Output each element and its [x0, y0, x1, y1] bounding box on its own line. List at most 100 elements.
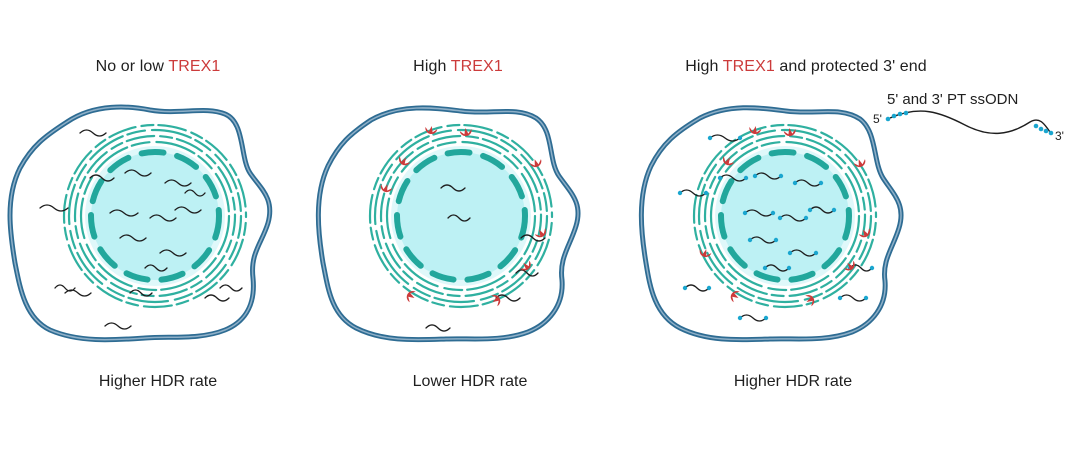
trex1-enzyme [406, 291, 416, 303]
trex1-shape [853, 159, 866, 168]
dna-strand [104, 322, 132, 330]
er-membrane [709, 140, 861, 292]
protected-end [831, 207, 837, 213]
phosphorothioate-3prime [1048, 130, 1054, 136]
protected-end [787, 250, 793, 256]
trex1-shape [783, 128, 796, 136]
dna-strand [124, 169, 152, 177]
dna-strand [794, 179, 822, 187]
er-membrane [692, 123, 878, 309]
protected-end [706, 285, 712, 291]
protected-end [807, 207, 813, 213]
phosphorothioate-5prime [897, 111, 903, 117]
dna-strand [54, 284, 76, 292]
nucleus [397, 152, 525, 280]
nucleus [91, 152, 219, 280]
trex1-enzyme [749, 126, 762, 134]
dna-strand [440, 184, 466, 192]
trex1-shape [858, 228, 870, 238]
dna-strand [39, 204, 69, 212]
protected-end [778, 173, 784, 179]
dna-strand [219, 284, 243, 292]
caption-panel-1: Higher HDR rate [98, 373, 218, 390]
title-prefix: No or low [95, 58, 169, 75]
protected-end [786, 265, 792, 271]
protected-end [869, 265, 875, 271]
trex1-shape [699, 249, 712, 258]
trex1-shape [730, 291, 740, 303]
phosphorothioate-5prime [891, 113, 897, 119]
trex1-shape [805, 295, 815, 307]
protected-end [737, 315, 743, 321]
protected-end [777, 215, 783, 221]
protected-end [703, 190, 709, 196]
phosphorothioate-5prime [903, 110, 909, 116]
trex1-shape [380, 184, 393, 193]
trex1-label: TREX1 [722, 58, 775, 75]
er-membrane [703, 134, 867, 298]
dna-strand [754, 172, 782, 180]
protected-end [743, 175, 749, 181]
protected-end [813, 250, 819, 256]
dna-strand [204, 294, 230, 302]
trex1-enzyme [805, 295, 815, 307]
er-membrane [67, 128, 243, 304]
protected-end [818, 180, 824, 186]
three-prime-label: 3' [1055, 129, 1064, 143]
protected-end [742, 210, 748, 216]
title-prefix: High [413, 58, 451, 75]
protected-end [682, 285, 688, 291]
protected-end [837, 295, 843, 301]
dna-strand [809, 206, 835, 214]
trex1-shape [520, 260, 531, 271]
protected-end [803, 215, 809, 221]
pt-ssodn-inset [885, 110, 1054, 136]
panel-title-2: High TREX1 [413, 58, 503, 76]
trex1-shape [529, 159, 542, 168]
dna-strand [779, 214, 807, 222]
dna-strand [109, 209, 139, 217]
dna-strand [89, 174, 115, 182]
trex1-enzyme [783, 128, 796, 136]
er-membrane [379, 134, 543, 298]
cell-group [315, 105, 581, 343]
dna-strand [679, 189, 707, 197]
er-membrane [368, 123, 554, 309]
dna-strand [495, 294, 521, 302]
trex1-enzyme [730, 291, 740, 303]
dna-strand [709, 134, 741, 142]
dna-strand [79, 129, 107, 137]
dna-strand [447, 214, 471, 222]
panel-title-3: High TREX1 and protected 3' end [685, 58, 927, 76]
cell-membrane-inner [9, 106, 271, 341]
dna-strand [520, 234, 546, 242]
dna-strand [425, 324, 451, 332]
er-membrane [697, 128, 873, 304]
protected-end [677, 190, 683, 196]
dna-strand [159, 249, 187, 257]
chromatin [718, 149, 852, 283]
trex1-enzyme [723, 156, 735, 166]
trex1-shape [723, 156, 735, 166]
er-membrane [385, 140, 537, 292]
protected-end [863, 295, 869, 301]
dna-strand [739, 314, 767, 322]
title-prefix: High [685, 58, 723, 75]
cell-panel-protected-end [638, 105, 904, 343]
trex1-enzyme [699, 249, 712, 258]
trex1-enzyme [459, 128, 472, 136]
protected-end [717, 175, 723, 181]
trex1-enzyme [853, 159, 866, 168]
dna-strand [184, 189, 206, 197]
trex1-shape [406, 291, 416, 303]
dna-strand [144, 264, 168, 272]
trex1-enzyme [534, 228, 546, 238]
dna-strand [839, 294, 867, 302]
cell-membrane-inner [317, 107, 579, 341]
trex1-enzyme [858, 228, 870, 238]
dna-strand [119, 234, 147, 242]
protected-end [792, 180, 798, 186]
trex1-label: TREX1 [168, 58, 221, 75]
dna-strand [719, 174, 747, 182]
